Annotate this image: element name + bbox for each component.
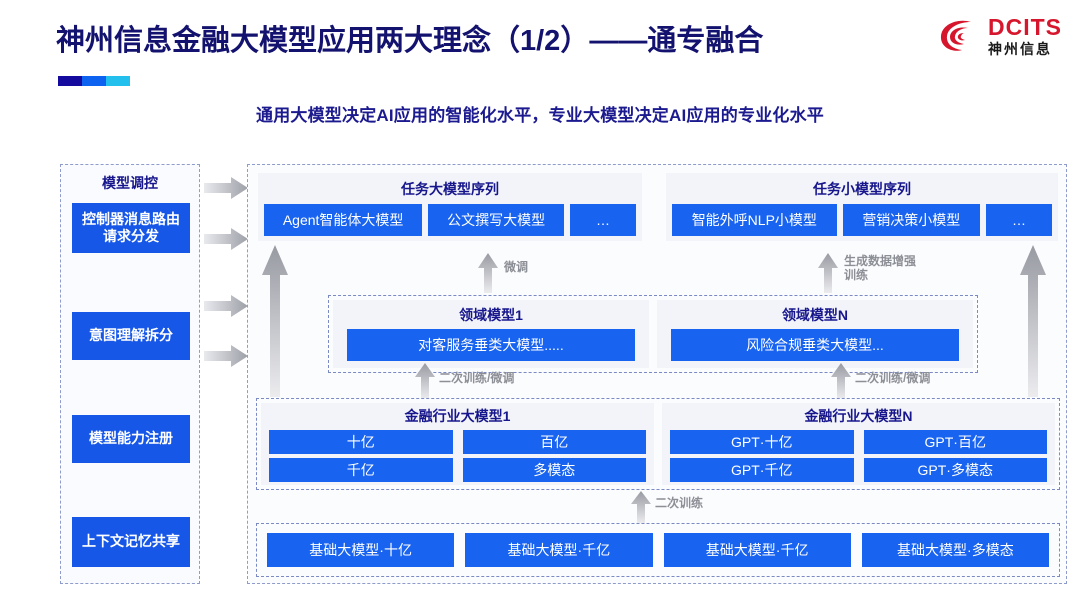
flow-label-retrain-bottom: 二次训练 xyxy=(655,496,704,510)
task-small-model-chip-row: 智能外呼NLP小模型 营销决策小模型 … xyxy=(666,204,1058,236)
flow-arrow-up-industry-to-task-small xyxy=(1020,245,1046,397)
flow-arrow-up-industry-to-task-large xyxy=(262,245,288,397)
flow-arrow-up-retrain-right xyxy=(831,363,851,399)
flow-label-retrain-finetune-left: 二次训练/微调 xyxy=(439,371,515,385)
accent-bar-segment-3 xyxy=(106,76,130,86)
flow-arrow-right-3 xyxy=(204,295,248,317)
industry-model-n-cell: 金融行业大模型N GPT·十亿 GPT·百亿 GPT·千亿 GPT·多模态 xyxy=(662,403,1055,485)
industry-model-1-cell: 金融行业大模型1 十亿 百亿 千亿 多模态 xyxy=(261,403,654,485)
company-logo: DCITS 神州信息 xyxy=(938,16,1062,56)
industry-model-1-title: 金融行业大模型1 xyxy=(404,408,511,424)
control-column: 模型调控 控制器消息路由请求分发 意图理解拆分 模型能力注册 上下文记忆共享 xyxy=(60,164,200,584)
chip-customer-service-vertical-model[interactable]: 对客服务垂类大模型..... xyxy=(347,329,635,361)
control-column-title: 模型调控 xyxy=(102,175,158,191)
page-subtitle: 通用大模型决定AI应用的智能化水平，专业大模型决定AI应用的专业化水平 xyxy=(256,106,824,125)
chip-industryn-gpt-ten-billion[interactable]: GPT·百亿 xyxy=(863,430,1047,454)
chip-agent-large-model[interactable]: Agent智能体大模型 xyxy=(264,204,423,236)
accent-bar-segment-1 xyxy=(58,76,83,86)
chip-industryn-gpt-multimodal[interactable]: GPT·多模态 xyxy=(863,458,1047,482)
domain-model-n-cell: 领域模型N 风险合规垂类大模型... xyxy=(657,300,973,368)
industry-model-n-chip-grid: GPT·十亿 GPT·百亿 GPT·千亿 GPT·多模态 xyxy=(670,430,1047,482)
domain-model-1-title: 领域模型1 xyxy=(459,307,523,323)
chip-base-multimodal[interactable]: 基础大模型·多模态 xyxy=(861,533,1049,567)
logo-text-en: DCITS xyxy=(988,14,1062,40)
control-item-intent-parsing[interactable]: 意图理解拆分 xyxy=(72,312,190,360)
task-small-model-sequence-title: 任务小模型序列 xyxy=(813,181,911,197)
chip-marketing-decision-small-model[interactable]: 营销决策小模型 xyxy=(842,204,981,236)
chip-task-small-more[interactable]: … xyxy=(986,204,1053,236)
task-large-model-sequence-title: 任务大模型序列 xyxy=(401,181,499,197)
chip-task-large-more[interactable]: … xyxy=(570,204,636,236)
task-large-model-chip-row: Agent智能体大模型 公文撰写大模型 … xyxy=(258,204,642,236)
chip-industry1-trillion[interactable]: 千亿 xyxy=(269,458,453,482)
control-item-router-dispatch[interactable]: 控制器消息路由请求分发 xyxy=(72,203,190,253)
flow-arrow-right-2 xyxy=(204,228,248,250)
chip-industry1-ten-billion[interactable]: 百亿 xyxy=(462,430,646,454)
industry-model-n-title: 金融行业大模型N xyxy=(804,408,913,424)
domain-model-n-title: 领域模型N xyxy=(781,307,849,323)
task-large-model-sequence-card: 任务大模型序列 Agent智能体大模型 公文撰写大模型 … xyxy=(258,173,642,241)
flow-arrow-right-4 xyxy=(204,345,248,367)
accent-bar-segment-2 xyxy=(82,76,107,86)
flow-arrow-up-retrain-left xyxy=(415,363,435,399)
control-item-context-memory[interactable]: 上下文记忆共享 xyxy=(72,517,190,567)
flow-label-augment-right: 生成数据增强 训练 xyxy=(844,254,917,282)
flow-arrow-right-1 xyxy=(204,177,248,199)
chip-base-billion[interactable]: 基础大模型·十亿 xyxy=(267,533,455,567)
logo-text-cn: 神州信息 xyxy=(988,41,1052,57)
domain-models-container: 领域模型1 对客服务垂类大模型..... 领域模型N 风险合规垂类大模型... xyxy=(328,295,978,373)
flow-label-retrain-finetune-right: 二次训练/微调 xyxy=(855,371,931,385)
chip-outbound-nlp-small-model[interactable]: 智能外呼NLP小模型 xyxy=(672,204,837,236)
chip-base-trillion-2[interactable]: 基础大模型·千亿 xyxy=(663,533,851,567)
accent-bar xyxy=(58,76,130,86)
page-title: 神州信息金融大模型应用两大理念（1/2）——通专融合 xyxy=(56,25,764,57)
flow-arrow-up-finetune-left xyxy=(478,253,498,293)
model-architecture-panel: 任务大模型序列 Agent智能体大模型 公文撰写大模型 … 任务小模型序列 智能… xyxy=(247,164,1067,584)
flow-arrow-up-retrain-bottom xyxy=(631,491,651,523)
domain-model-1-cell: 领域模型1 对客服务垂类大模型..... xyxy=(333,300,649,368)
task-small-model-sequence-card: 任务小模型序列 智能外呼NLP小模型 营销决策小模型 … xyxy=(666,173,1058,241)
chip-document-writing-large-model[interactable]: 公文撰写大模型 xyxy=(428,204,564,236)
chip-industry1-billion[interactable]: 十亿 xyxy=(269,430,453,454)
dcits-swirl-icon xyxy=(940,20,971,51)
industry-model-1-chip-grid: 十亿 百亿 千亿 多模态 xyxy=(269,430,646,482)
chip-industryn-gpt-billion[interactable]: GPT·十亿 xyxy=(670,430,854,454)
base-models-container: 基础大模型·十亿 基础大模型·千亿 基础大模型·千亿 基础大模型·多模态 xyxy=(256,523,1060,577)
flow-arrow-up-augment-right xyxy=(818,253,838,293)
chip-industryn-gpt-trillion[interactable]: GPT·千亿 xyxy=(670,458,854,482)
control-item-capability-registry[interactable]: 模型能力注册 xyxy=(72,415,190,463)
flow-label-finetune-left: 微调 xyxy=(504,260,529,274)
industry-models-container: 金融行业大模型1 十亿 百亿 千亿 多模态 金融行业大模型N GPT·十亿 GP… xyxy=(256,398,1060,490)
chip-industry1-multimodal[interactable]: 多模态 xyxy=(462,458,646,482)
chip-risk-compliance-vertical-model[interactable]: 风险合规垂类大模型... xyxy=(671,329,959,361)
chip-base-trillion-1[interactable]: 基础大模型·千亿 xyxy=(465,533,653,567)
